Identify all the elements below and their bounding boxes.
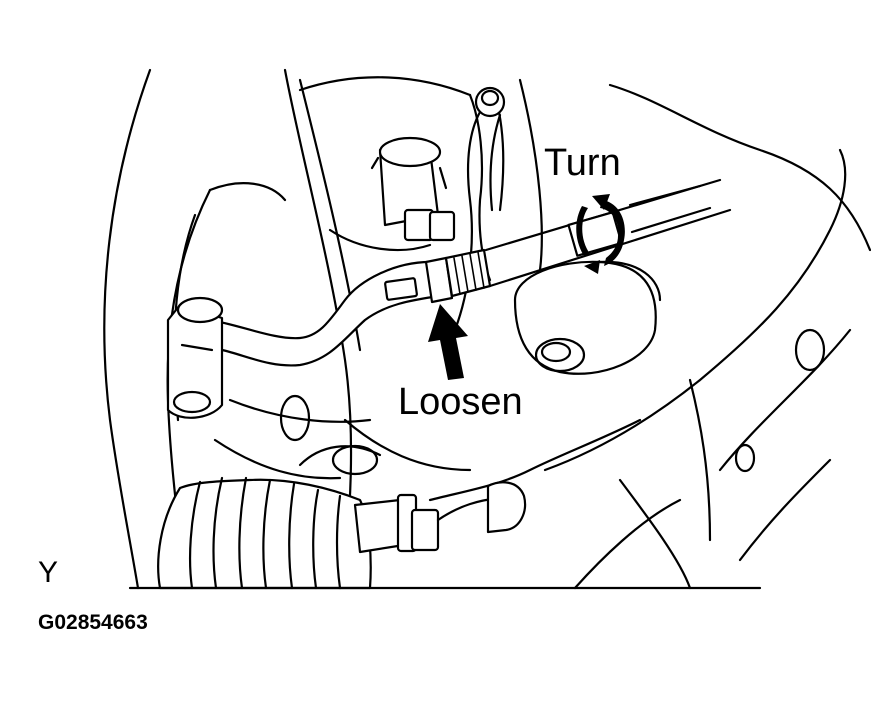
figure-id: G02854663 bbox=[38, 611, 148, 634]
lock-nut bbox=[424, 248, 492, 304]
hub-cylinder bbox=[513, 260, 662, 375]
turn-label: Turn bbox=[544, 142, 621, 184]
corner-letter: Y bbox=[38, 556, 59, 589]
lower-control-arm bbox=[428, 83, 871, 590]
steering-knuckle bbox=[213, 76, 543, 480]
lower-bolt-left bbox=[370, 136, 456, 242]
tie-rod-illustration bbox=[103, 68, 871, 590]
loosen-label: Loosen bbox=[398, 381, 523, 423]
up-arrow-icon bbox=[428, 304, 468, 380]
tie-rod-end bbox=[166, 260, 442, 419]
rack-boot bbox=[157, 476, 527, 590]
curved-rotation-arrow-icon bbox=[576, 194, 625, 274]
